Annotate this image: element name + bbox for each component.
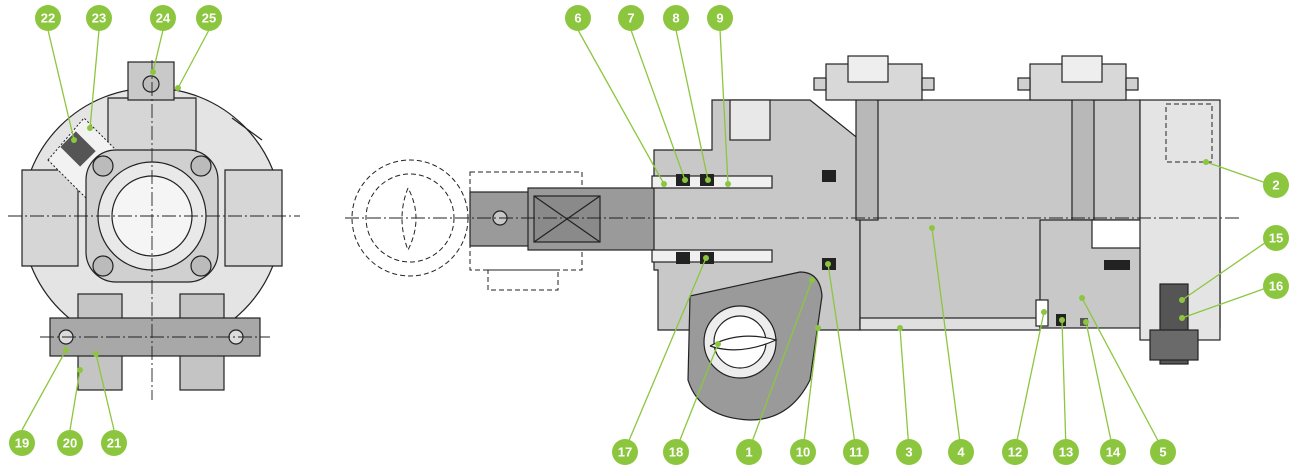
svg-text:8: 8 (672, 11, 679, 26)
balloon-17: 17 (612, 439, 638, 465)
svg-text:14: 14 (1106, 445, 1121, 460)
balloon-13: 13 (1053, 439, 1079, 465)
svg-text:11: 11 (849, 445, 863, 460)
end-view-left-boss (21, 169, 79, 267)
balloon-23: 23 (86, 5, 112, 31)
head-cover-port (1165, 103, 1213, 163)
balloon-16: 16 (1263, 273, 1289, 299)
balloon-11: 11 (843, 439, 869, 465)
svg-text:10: 10 (796, 445, 810, 460)
balloon-25: 25 (196, 5, 222, 31)
svg-text:12: 12 (1008, 445, 1022, 460)
clamp-right (1017, 55, 1139, 101)
svg-text:25: 25 (202, 11, 216, 26)
svg-text:9: 9 (716, 11, 723, 26)
svg-text:3: 3 (905, 445, 912, 460)
balloon-21: 21 (101, 430, 127, 456)
svg-text:2: 2 (1272, 178, 1279, 193)
end-view-bolt-tr (190, 155, 212, 177)
end-view-right-boss (224, 169, 283, 267)
balloon-8: 8 (663, 5, 689, 31)
rod-seal-bottom (676, 252, 690, 264)
svg-text:20: 20 (63, 436, 77, 451)
end-view-diagonal (231, 117, 263, 141)
balloon-20: 20 (57, 430, 83, 456)
barrel-lower-wall (859, 317, 1041, 331)
svg-text:17: 17 (618, 445, 632, 460)
svg-text:24: 24 (156, 11, 171, 26)
end-view-bolt-tl (92, 155, 114, 177)
balloon-9: 9 (707, 5, 733, 31)
balloon-15: 15 (1263, 225, 1289, 251)
balloon-10: 10 (790, 439, 816, 465)
balloon-19: 19 (9, 430, 35, 456)
end-view-bleed-screw (142, 75, 160, 93)
balloon-6: 6 (565, 5, 591, 31)
balloon-2: 2 (1263, 172, 1289, 198)
balloon-24: 24 (150, 5, 176, 31)
end-view-bolt-bl (92, 255, 114, 277)
balloon-14: 14 (1100, 439, 1126, 465)
svg-text:23: 23 (92, 11, 106, 26)
balloons: 22 23 24 25 6 7 8 9 2 15 16 19 20 21 17 … (9, 5, 1289, 465)
svg-text:1: 1 (745, 445, 752, 460)
cushion-seal-top (822, 170, 836, 182)
end-view-bolt-br (190, 255, 212, 277)
cotter-pin (709, 335, 778, 351)
balloon-7: 7 (618, 5, 644, 31)
head-bleed-nut (1149, 329, 1199, 361)
svg-text:16: 16 (1269, 279, 1283, 294)
balloon-4: 4 (948, 439, 974, 465)
leader-lines (21, 29, 1273, 451)
balloon-22: 22 (35, 5, 61, 31)
svg-text:21: 21 (107, 436, 121, 451)
svg-text:6: 6 (574, 11, 581, 26)
svg-text:5: 5 (1159, 445, 1166, 460)
rod-cover-port (729, 99, 771, 141)
balloon-3: 3 (896, 439, 922, 465)
svg-text:4: 4 (957, 445, 965, 460)
svg-text:15: 15 (1269, 231, 1283, 246)
svg-text:22: 22 (41, 11, 55, 26)
svg-text:19: 19 (15, 436, 29, 451)
section-view (345, 55, 1240, 421)
balloon-1: 1 (736, 439, 762, 465)
end-view (8, 60, 300, 400)
piston-seal (1104, 260, 1130, 270)
balloon-5: 5 (1150, 439, 1176, 465)
balloon-18: 18 (663, 439, 689, 465)
svg-text:18: 18 (669, 445, 683, 460)
svg-text:7: 7 (627, 11, 634, 26)
balloon-12: 12 (1002, 439, 1028, 465)
end-view-port-plug (60, 131, 96, 167)
clamp-left (813, 55, 935, 101)
svg-text:13: 13 (1059, 445, 1073, 460)
